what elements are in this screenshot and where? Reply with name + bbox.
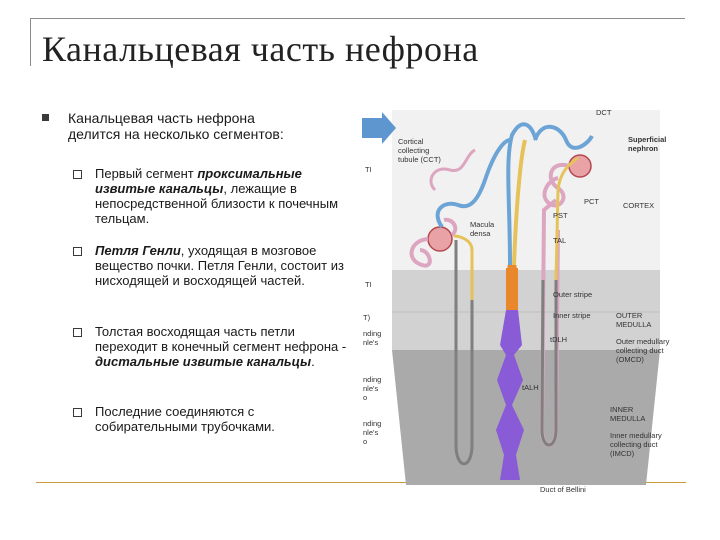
bullet-text: Первый сегмент (95, 166, 198, 181)
label-imcd-3: (IMCD) (610, 449, 635, 458)
label-cortical-1: Cortical (398, 137, 424, 146)
bullet-emphasis: проксимальные извитые канальцы (95, 166, 302, 196)
bullet-text: Последние соединяются с собирательными т… (95, 404, 275, 434)
intro-text: Канальцевая часть нефрона делится на нес… (68, 110, 348, 142)
dct-left (435, 138, 511, 229)
label-left-ending-6: nle's (363, 428, 378, 437)
label-cortex: CORTEX (623, 201, 654, 210)
descending-limb-left (454, 240, 474, 466)
collecting-duct (496, 310, 524, 480)
label-omcd-3: (OMCD) (616, 355, 644, 364)
label-nephron: nephron (628, 144, 658, 153)
bullet-item-3: Толстая восходящая часть петли переходит… (95, 324, 350, 369)
slide-frame-bottom (36, 482, 686, 483)
inner-medulla-zone (392, 350, 660, 485)
dct-right (533, 124, 594, 150)
label-superficial: Superficial (628, 135, 666, 144)
label-left-ending-4: nle's (363, 384, 378, 393)
thin-limb-right (540, 279, 558, 447)
bullet-text: , уходящая в мозговое вещество почки. Пе… (95, 243, 344, 288)
label-left-ti-2: TI (365, 280, 372, 289)
label-left-ending-3: nding (363, 375, 381, 384)
pct-right (542, 162, 570, 208)
label-inner-medulla-2: MEDULLA (610, 414, 645, 423)
label-left-o-1: o (363, 393, 367, 402)
tal-left (453, 234, 474, 300)
blue-arrow-icon (362, 112, 396, 144)
bullet-item-4: Последние соединяются с собирательными т… (95, 404, 350, 434)
label-omcd-1: Outer medullary (616, 337, 670, 346)
bullet-emphasis: Петля Генли (95, 243, 181, 258)
label-macula-2: densa (470, 229, 491, 238)
label-outer-stripe: Outer stripe (553, 290, 592, 299)
label-bellini: Duct of Bellini (540, 485, 586, 494)
label-dct: DCT (596, 108, 612, 117)
label-omcd-2: collecting duct (616, 346, 664, 355)
bullet-item-1: Первый сегмент проксимальные извитые кан… (95, 166, 350, 226)
slide-frame-left (30, 18, 31, 66)
cortical-duct-line (512, 139, 527, 266)
glomerulus-right (568, 154, 592, 178)
label-inner-stripe: Inner stripe (553, 311, 591, 320)
label-imcd-2: collecting duct (610, 440, 658, 449)
label-left-ending-5: nding (363, 419, 381, 428)
sub-bullet-icon (73, 247, 82, 256)
orange-cct-segment (506, 268, 518, 310)
nephron-diagram: DCT Superficial nephron Cortical collect… (362, 108, 670, 494)
bullet-item-2: Петля Генли, уходящая в мозговое веществ… (95, 243, 350, 288)
slide-frame-top (30, 18, 685, 19)
pct-left-2 (443, 217, 458, 237)
label-left-ending-2: nle's (363, 338, 378, 347)
bullet-text: Толстая восходящая часть петли переходит… (95, 324, 347, 354)
label-talh: tALH (522, 383, 539, 392)
label-outer-medulla-1: OUTER (616, 311, 643, 320)
label-tal: TAL (553, 236, 566, 245)
label-left-o-2: o (363, 437, 367, 446)
label-left-ending-1: nding (363, 329, 381, 338)
label-left-t-3: T) (363, 313, 371, 322)
intro-line-1: Канальцевая часть нефрона (68, 110, 255, 126)
label-macula-1: Macula (470, 220, 495, 229)
sub-bullet-icon (73, 408, 82, 417)
main-bullet-icon (42, 114, 49, 121)
label-cortical-3: tubule (CCT) (398, 155, 441, 164)
label-imcd-1: Inner medullary (610, 431, 662, 440)
bullet-text: , лежащие в непосредственной близости к … (95, 181, 339, 226)
cortical-duct-line (506, 122, 538, 266)
outer-medulla-zone (392, 270, 660, 350)
label-inner-medulla-1: INNER (610, 405, 634, 414)
label-pst: PST (553, 211, 568, 220)
label-pct: PCT (584, 197, 599, 206)
label-outer-medulla-2: MEDULLA (616, 320, 651, 329)
intro-line-2: делится на несколько сегментов: (68, 126, 284, 142)
bullet-text: . (311, 354, 315, 369)
sub-bullet-icon (73, 170, 82, 179)
pct-left (409, 237, 432, 268)
slide-title: Канальцевая часть нефрона (42, 29, 479, 69)
label-cortical-2: collecting (398, 146, 429, 155)
sub-bullet-icon (73, 328, 82, 337)
cortex-zone (392, 110, 660, 270)
tal-right (554, 156, 579, 281)
bullet-emphasis: дистальные извитые канальцы (95, 354, 312, 369)
cct-left-loop (429, 148, 476, 192)
label-tdlh: tDLH (550, 335, 567, 344)
glomerulus-left (427, 226, 453, 252)
label-left-ti-1: TI (365, 165, 372, 174)
